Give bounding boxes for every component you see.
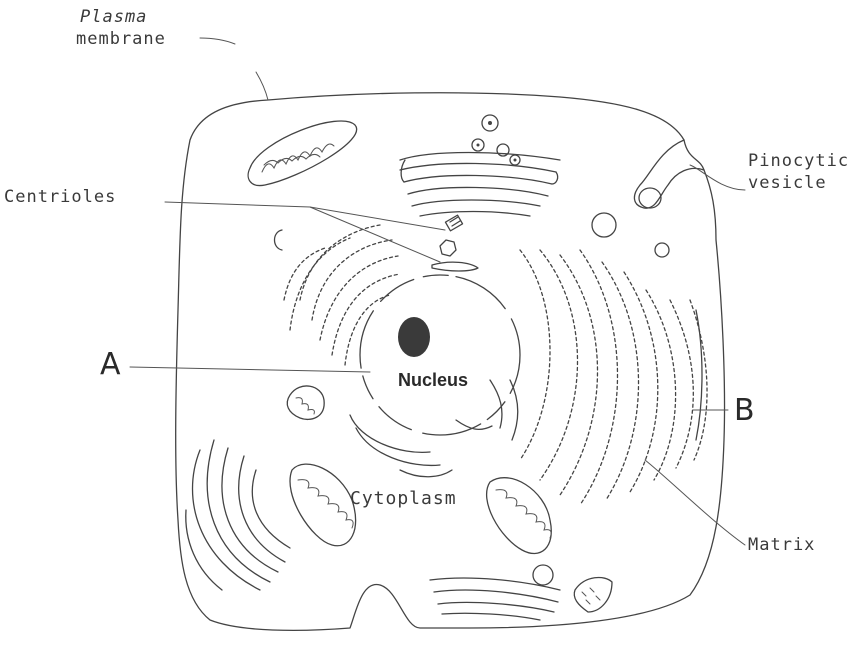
leader-lines: [130, 38, 745, 545]
label-plasma: Plasma: [80, 7, 147, 27]
vesicle-bottom-right: [574, 577, 612, 612]
label-a: A: [100, 347, 121, 382]
label-nucleus: Nucleus: [398, 370, 468, 390]
rough-er-left: [284, 225, 400, 365]
mitochondrion-top-left: [248, 121, 357, 186]
mitochondrion-small-left: [287, 386, 324, 419]
cell-membrane-outline: [176, 93, 725, 631]
mitochondrion-bottom-left: [290, 464, 356, 546]
label-membrane: membrane: [76, 29, 166, 49]
label-b: B: [734, 393, 755, 428]
golgi-vesicles: [472, 115, 520, 165]
pinocytic-invagination: [634, 140, 704, 208]
pinocytic-vesicle: [639, 188, 661, 208]
golgi-apparatus: [400, 153, 560, 217]
label-pinocytic: Pinocytic: [748, 151, 849, 171]
label-cytoplasm: Cytoplasm: [350, 488, 457, 509]
label-centrioles: Centrioles: [4, 187, 116, 207]
mitochondrion-bottom-center: [487, 478, 552, 554]
label-vesicle: vesicle: [748, 173, 827, 193]
centrioles: [440, 215, 463, 256]
label-matrix: Matrix: [748, 535, 815, 555]
nucleus: [360, 275, 520, 435]
rough-er-right: [520, 250, 707, 505]
vacuoles: [275, 213, 670, 585]
er-bottom-left: [186, 440, 290, 590]
nucleolus: [398, 317, 430, 357]
